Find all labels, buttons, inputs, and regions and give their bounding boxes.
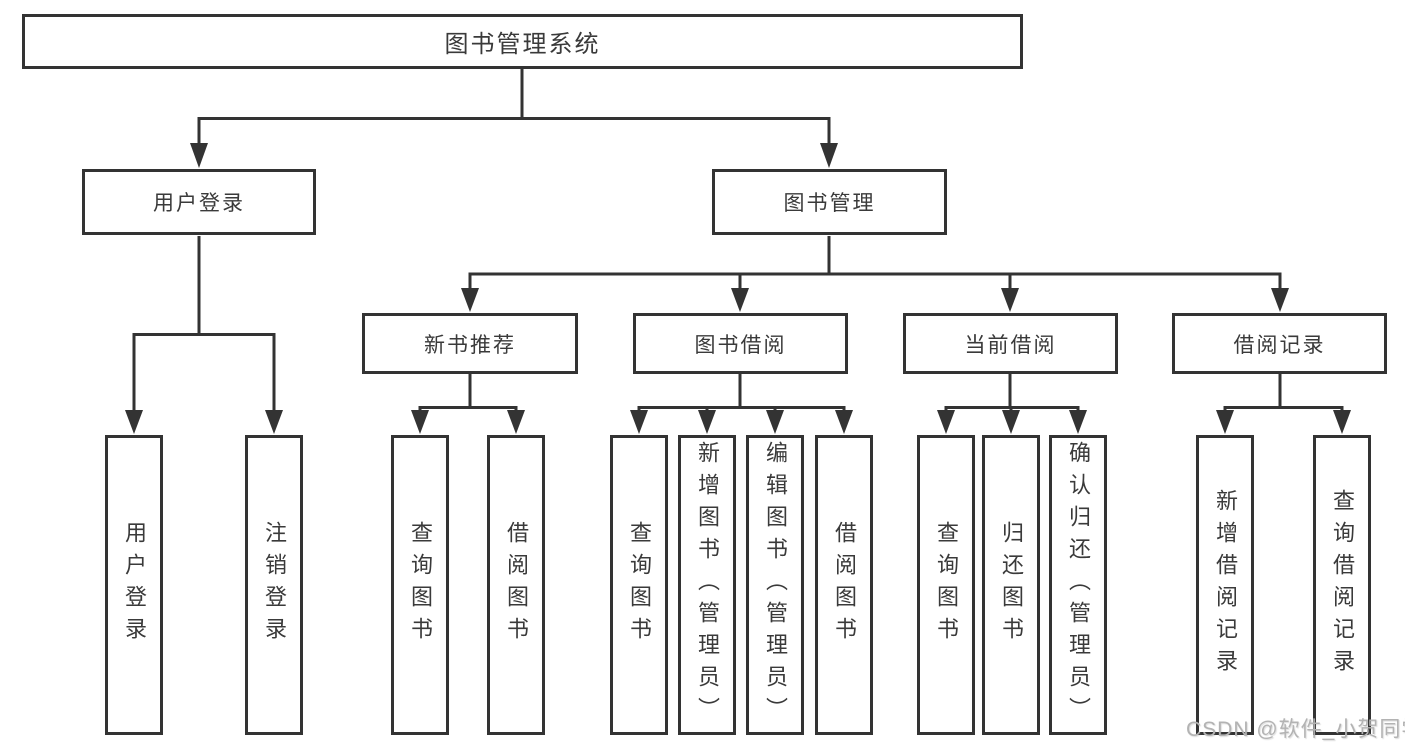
node-label: 图书管理系统	[444, 31, 601, 58]
node-book-management: 图书管理	[712, 169, 947, 235]
leaf-query-books-recommend: 查询图书	[391, 435, 449, 735]
node-label: 当前借阅	[964, 333, 1057, 357]
leaf-add-borrow-record: 新增借阅记录	[1196, 435, 1254, 735]
node-label: 借阅记录	[1233, 333, 1326, 357]
connector-new-book-children	[418, 374, 518, 413]
leaf-label: 编辑图书（管理员）	[763, 441, 788, 729]
leaf-logout: 注销登录	[245, 435, 303, 735]
leaf-query-borrow-record: 查询借阅记录	[1313, 435, 1371, 735]
node-root-system: 图书管理系统	[22, 14, 1023, 69]
connector-borrow-records-children	[1223, 374, 1344, 413]
leaf-edit-books-admin: 编辑图书（管理员）	[746, 435, 804, 735]
leaf-label: 查询借阅记录	[1330, 489, 1355, 681]
leaf-label: 新增借阅记录	[1213, 489, 1238, 681]
connector-user-login-children	[132, 236, 276, 412]
node-label: 新书推荐	[424, 333, 516, 357]
node-label: 图书管理	[783, 192, 876, 215]
leaf-label: 查询图书	[627, 521, 652, 649]
leaf-confirm-return-admin: 确认归还（管理员）	[1049, 435, 1107, 735]
leaf-add-books-admin: 新增图书（管理员）	[678, 435, 736, 735]
connector-root-to-level2	[197, 69, 831, 146]
leaf-label: 查询图书	[934, 521, 959, 649]
connector-book-borrow-children	[637, 374, 846, 413]
leaf-query-books-borrow: 查询图书	[610, 435, 668, 735]
leaf-label: 确认归还（管理员）	[1066, 441, 1091, 729]
leaf-label: 用户登录	[122, 521, 147, 649]
leaf-return-books: 归还图书	[982, 435, 1040, 735]
leaf-borrow-books-recommend: 借阅图书	[487, 435, 545, 735]
node-label: 图书借阅	[694, 333, 787, 357]
leaf-label: 归还图书	[999, 521, 1024, 649]
leaf-label: 借阅图书	[832, 521, 857, 649]
node-label: 用户登录	[153, 192, 245, 215]
connector-book-management-children	[468, 236, 1282, 290]
leaf-label: 借阅图书	[504, 521, 529, 649]
leaf-label: 注销登录	[262, 521, 287, 649]
csdn-watermark: CSDN @软件_小贺同学	[1186, 718, 1405, 741]
leaf-borrow-books: 借阅图书	[815, 435, 873, 735]
leaf-label: 新增图书（管理员）	[695, 441, 720, 729]
leaf-user-login: 用户登录	[105, 435, 163, 735]
node-user-login: 用户登录	[82, 169, 316, 235]
node-book-borrow: 图书借阅	[633, 313, 848, 374]
leaf-query-books-current: 查询图书	[917, 435, 975, 735]
connector-current-borrow-children	[944, 374, 1080, 413]
leaf-label: 查询图书	[408, 521, 433, 649]
node-current-borrow: 当前借阅	[903, 313, 1118, 374]
node-borrow-records: 借阅记录	[1172, 313, 1387, 374]
node-new-book-recommend: 新书推荐	[362, 313, 578, 374]
